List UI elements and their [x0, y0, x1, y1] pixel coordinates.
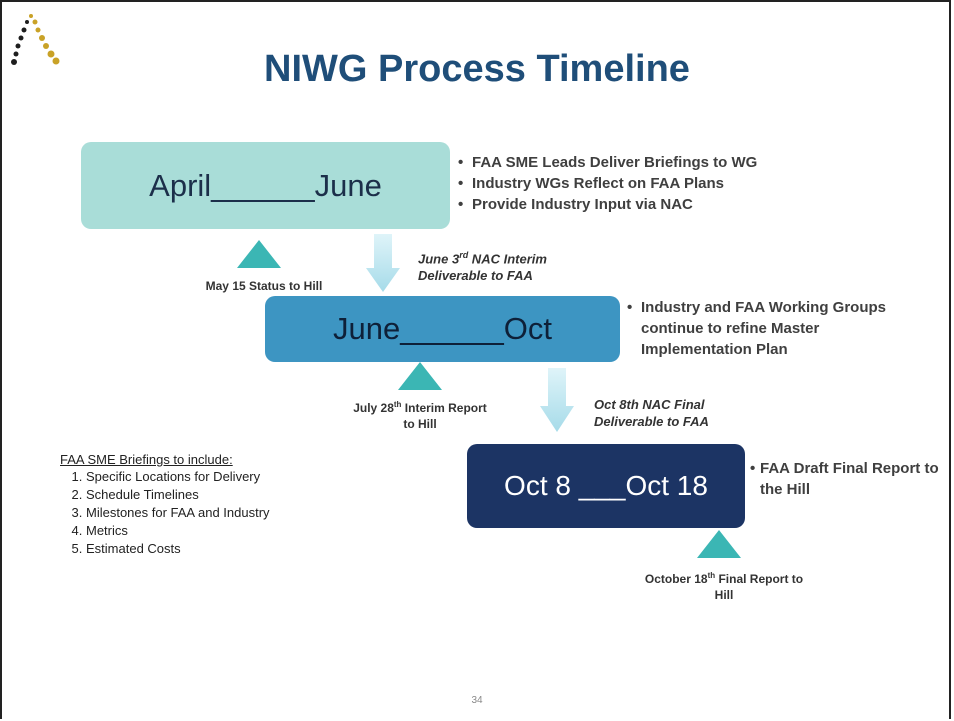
list-item: Estimated Costs: [86, 540, 270, 558]
phase1-bullets: •FAA SME Leads Deliver Briefings to WG •…: [458, 152, 757, 215]
milestone-label-may15: May 15 Status to Hill: [205, 279, 323, 293]
list-item: Schedule Timelines: [86, 486, 270, 504]
phase-box-april-june: April______June: [81, 142, 450, 229]
phase-box-oct8-oct18: Oct 8 ___Oct 18: [467, 444, 745, 528]
milestone-triangle-icon: [237, 240, 281, 268]
list-item: Milestones for FAA and Industry: [86, 504, 270, 522]
page-title: NIWG Process Timeline: [264, 48, 690, 90]
deliverable-june3: June 3rd NAC Interim Deliverable to FAA: [418, 250, 547, 284]
page-number: 34: [471, 695, 483, 706]
briefings-list: FAA SME Briefings to include: Specific L…: [60, 451, 270, 558]
bullet-item: •Provide Industry Input via NAC: [458, 196, 693, 213]
milestone-triangle-icon: [398, 362, 442, 390]
milestone-label-oct18: October 18th Final Report to Hill: [644, 571, 804, 602]
list-item: Specific Locations for Delivery: [86, 468, 270, 486]
logo-icon: [11, 14, 60, 65]
bullet-item: •Industry and FAA Working Groups continu…: [627, 299, 887, 358]
bullet-item: •FAA Draft Final Report to the Hill: [750, 460, 939, 498]
milestone-triangle-icon: [697, 530, 741, 558]
deliverable-oct8: Oct 8th NAC Final Deliverable to FAA: [594, 397, 709, 429]
list-item: Metrics: [86, 522, 270, 540]
down-arrow-icon: [540, 368, 574, 432]
phase-box-june-oct: June______Oct: [265, 296, 620, 362]
bullet-item: •Industry WGs Reflect on FAA Plans: [458, 175, 724, 192]
bullet-item: •FAA SME Leads Deliver Briefings to WG: [458, 154, 758, 171]
milestone-label-july28: July 28th Interim Report to Hill: [353, 400, 487, 431]
phase2-bullets: •Industry and FAA Working Groups continu…: [627, 297, 927, 360]
down-arrow-icon: [366, 234, 400, 292]
briefings-list-title: FAA SME Briefings to include:: [60, 452, 233, 467]
phase3-bullets: •FAA Draft Final Report to the Hill: [750, 458, 940, 500]
